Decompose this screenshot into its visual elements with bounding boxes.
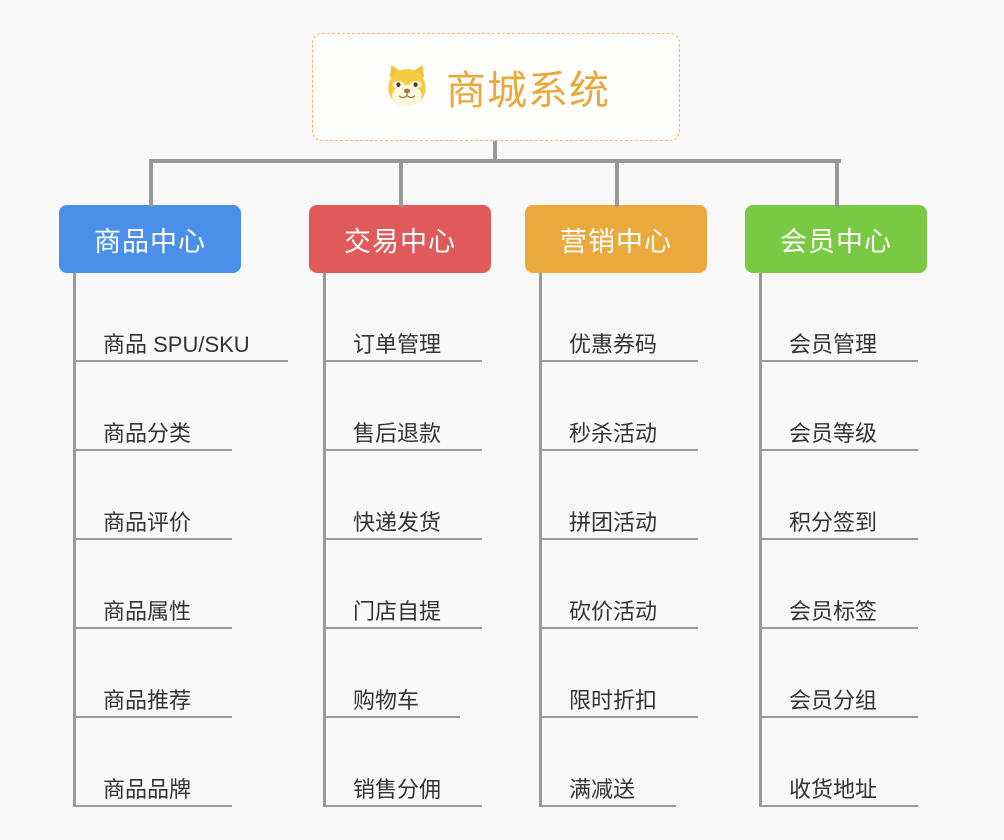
category-box-trade-center[interactable]: 交易中心 bbox=[309, 205, 491, 273]
leaf-item[interactable]: 会员标签 bbox=[759, 540, 927, 629]
connector-leaf-underline bbox=[73, 537, 232, 540]
connector-spine-trade-center bbox=[323, 273, 326, 807]
leaf-item[interactable]: 订单管理 bbox=[323, 273, 491, 362]
leaf-item-label: 门店自提 bbox=[353, 599, 442, 624]
leaf-item-label: 购物车 bbox=[353, 688, 420, 713]
connector-leaf-underline bbox=[539, 359, 698, 362]
connector-leaf-underline bbox=[539, 448, 698, 451]
connector-leaf-underline bbox=[323, 359, 482, 362]
leaf-item-label: 会员标签 bbox=[789, 599, 878, 624]
leaf-item[interactable]: 售后退款 bbox=[323, 362, 491, 451]
category-box-member-center[interactable]: 会员中心 bbox=[745, 205, 927, 273]
column-member-center: 会员中心会员管理会员等级积分签到会员标签会员分组收货地址 bbox=[745, 205, 927, 807]
column-marketing-center: 营销中心优惠券码秒杀活动拼团活动砍价活动限时折扣满减送 bbox=[525, 205, 707, 807]
leaf-item[interactable]: 会员管理 bbox=[759, 273, 927, 362]
leaf-item[interactable]: 砍价活动 bbox=[539, 540, 707, 629]
leaf-item-label: 商品评价 bbox=[103, 510, 192, 535]
connector-leaf-underline bbox=[73, 715, 232, 718]
connector-drop-product-center bbox=[149, 159, 153, 207]
leaf-item[interactable]: 会员等级 bbox=[759, 362, 927, 451]
leaf-item[interactable]: 限时折扣 bbox=[539, 629, 707, 718]
leaf-item[interactable]: 销售分佣 bbox=[323, 718, 491, 807]
connector-leaf-underline bbox=[539, 626, 698, 629]
leaf-item[interactable]: 收货地址 bbox=[759, 718, 927, 807]
leaf-item-label: 销售分佣 bbox=[353, 777, 442, 802]
category-box-marketing-center[interactable]: 营销中心 bbox=[525, 205, 707, 273]
connector-drop-member-center bbox=[835, 159, 839, 207]
shiba-dog-face-icon bbox=[382, 62, 432, 112]
root-title: 商城系统 bbox=[446, 69, 610, 113]
leaf-item-label: 会员等级 bbox=[789, 421, 878, 446]
leaf-item-label: 优惠券码 bbox=[569, 332, 658, 357]
connector-leaf-underline bbox=[323, 804, 482, 807]
connector-spine-marketing-center bbox=[539, 273, 542, 807]
leaf-item-label: 限时折扣 bbox=[569, 688, 658, 713]
connector-leaf-underline bbox=[759, 715, 918, 718]
leaf-item[interactable]: 快递发货 bbox=[323, 451, 491, 540]
connector-leaf-underline bbox=[323, 626, 482, 629]
leaf-area-marketing-center: 优惠券码秒杀活动拼团活动砍价活动限时折扣满减送 bbox=[525, 273, 707, 807]
connector-leaf-underline bbox=[759, 448, 918, 451]
leaf-item-label: 商品属性 bbox=[103, 599, 192, 624]
column-product-center: 商品中心商品 SPU/SKU 商品分类商品评价商品属性商品推荐商品品牌 bbox=[59, 205, 288, 807]
connector-drop-marketing-center bbox=[615, 159, 619, 207]
leaf-item[interactable]: 优惠券码 bbox=[539, 273, 707, 362]
connector-leaf-underline bbox=[539, 804, 676, 807]
leaf-item[interactable]: 商品 SPU/SKU bbox=[73, 273, 288, 362]
connector-trunk-vertical bbox=[493, 141, 497, 163]
connector-leaf-underline bbox=[759, 804, 918, 807]
leaf-item-label: 商品品牌 bbox=[103, 777, 192, 802]
leaf-item-label: 砍价活动 bbox=[569, 599, 658, 624]
connector-trunk-horizontal bbox=[149, 159, 841, 163]
leaf-item[interactable]: 商品属性 bbox=[73, 540, 241, 629]
connector-leaf-underline bbox=[73, 359, 288, 362]
leaf-item-label: 商品 SPU/SKU bbox=[103, 332, 250, 357]
connector-leaf-underline bbox=[323, 715, 460, 718]
connector-leaf-underline bbox=[759, 537, 918, 540]
connector-leaf-underline bbox=[323, 537, 482, 540]
leaf-item-label: 拼团活动 bbox=[569, 510, 658, 535]
leaf-item-label: 秒杀活动 bbox=[569, 421, 658, 446]
connector-leaf-underline bbox=[73, 626, 232, 629]
connector-leaf-underline bbox=[759, 626, 918, 629]
leaf-item-label: 快递发货 bbox=[353, 510, 442, 535]
leaf-item-label: 收货地址 bbox=[789, 777, 878, 802]
leaf-item[interactable]: 积分签到 bbox=[759, 451, 927, 540]
leaf-area-trade-center: 订单管理售后退款快递发货门店自提购物车销售分佣 bbox=[309, 273, 491, 807]
leaf-item-label: 订单管理 bbox=[353, 332, 442, 357]
connector-spine-product-center bbox=[73, 273, 76, 807]
connector-leaf-underline bbox=[759, 359, 918, 362]
category-box-product-center[interactable]: 商品中心 bbox=[59, 205, 241, 273]
leaf-item-label: 商品分类 bbox=[103, 421, 192, 446]
leaf-item-label: 售后退款 bbox=[353, 421, 442, 446]
leaf-item[interactable]: 门店自提 bbox=[323, 540, 491, 629]
leaf-item-label: 会员分组 bbox=[789, 688, 878, 713]
leaf-item[interactable]: 拼团活动 bbox=[539, 451, 707, 540]
leaf-item[interactable]: 商品推荐 bbox=[73, 629, 241, 718]
connector-drop-trade-center bbox=[399, 159, 403, 207]
connector-leaf-underline bbox=[73, 448, 232, 451]
column-trade-center: 交易中心订单管理售后退款快递发货门店自提购物车销售分佣 bbox=[309, 205, 491, 807]
leaf-item[interactable]: 商品评价 bbox=[73, 451, 241, 540]
connector-leaf-underline bbox=[539, 537, 698, 540]
leaf-item-label: 商品推荐 bbox=[103, 688, 192, 713]
connector-leaf-underline bbox=[73, 804, 232, 807]
connector-leaf-underline bbox=[539, 715, 698, 718]
leaf-item[interactable]: 满减送 bbox=[539, 718, 707, 807]
leaf-item-label: 积分签到 bbox=[789, 510, 878, 535]
leaf-item[interactable]: 商品分类 bbox=[73, 362, 241, 451]
leaf-item-label: 会员管理 bbox=[789, 332, 878, 357]
leaf-item[interactable]: 秒杀活动 bbox=[539, 362, 707, 451]
leaf-area-product-center: 商品 SPU/SKU 商品分类商品评价商品属性商品推荐商品品牌 bbox=[59, 273, 288, 807]
leaf-area-member-center: 会员管理会员等级积分签到会员标签会员分组收货地址 bbox=[745, 273, 927, 807]
connector-spine-member-center bbox=[759, 273, 762, 807]
leaf-item[interactable]: 购物车 bbox=[323, 629, 491, 718]
connector-leaf-underline bbox=[323, 448, 482, 451]
leaf-item[interactable]: 会员分组 bbox=[759, 629, 927, 718]
leaf-item-label: 满减送 bbox=[569, 777, 636, 802]
root-node[interactable]: 商城系统 bbox=[312, 33, 680, 141]
leaf-item[interactable]: 商品品牌 bbox=[73, 718, 241, 807]
